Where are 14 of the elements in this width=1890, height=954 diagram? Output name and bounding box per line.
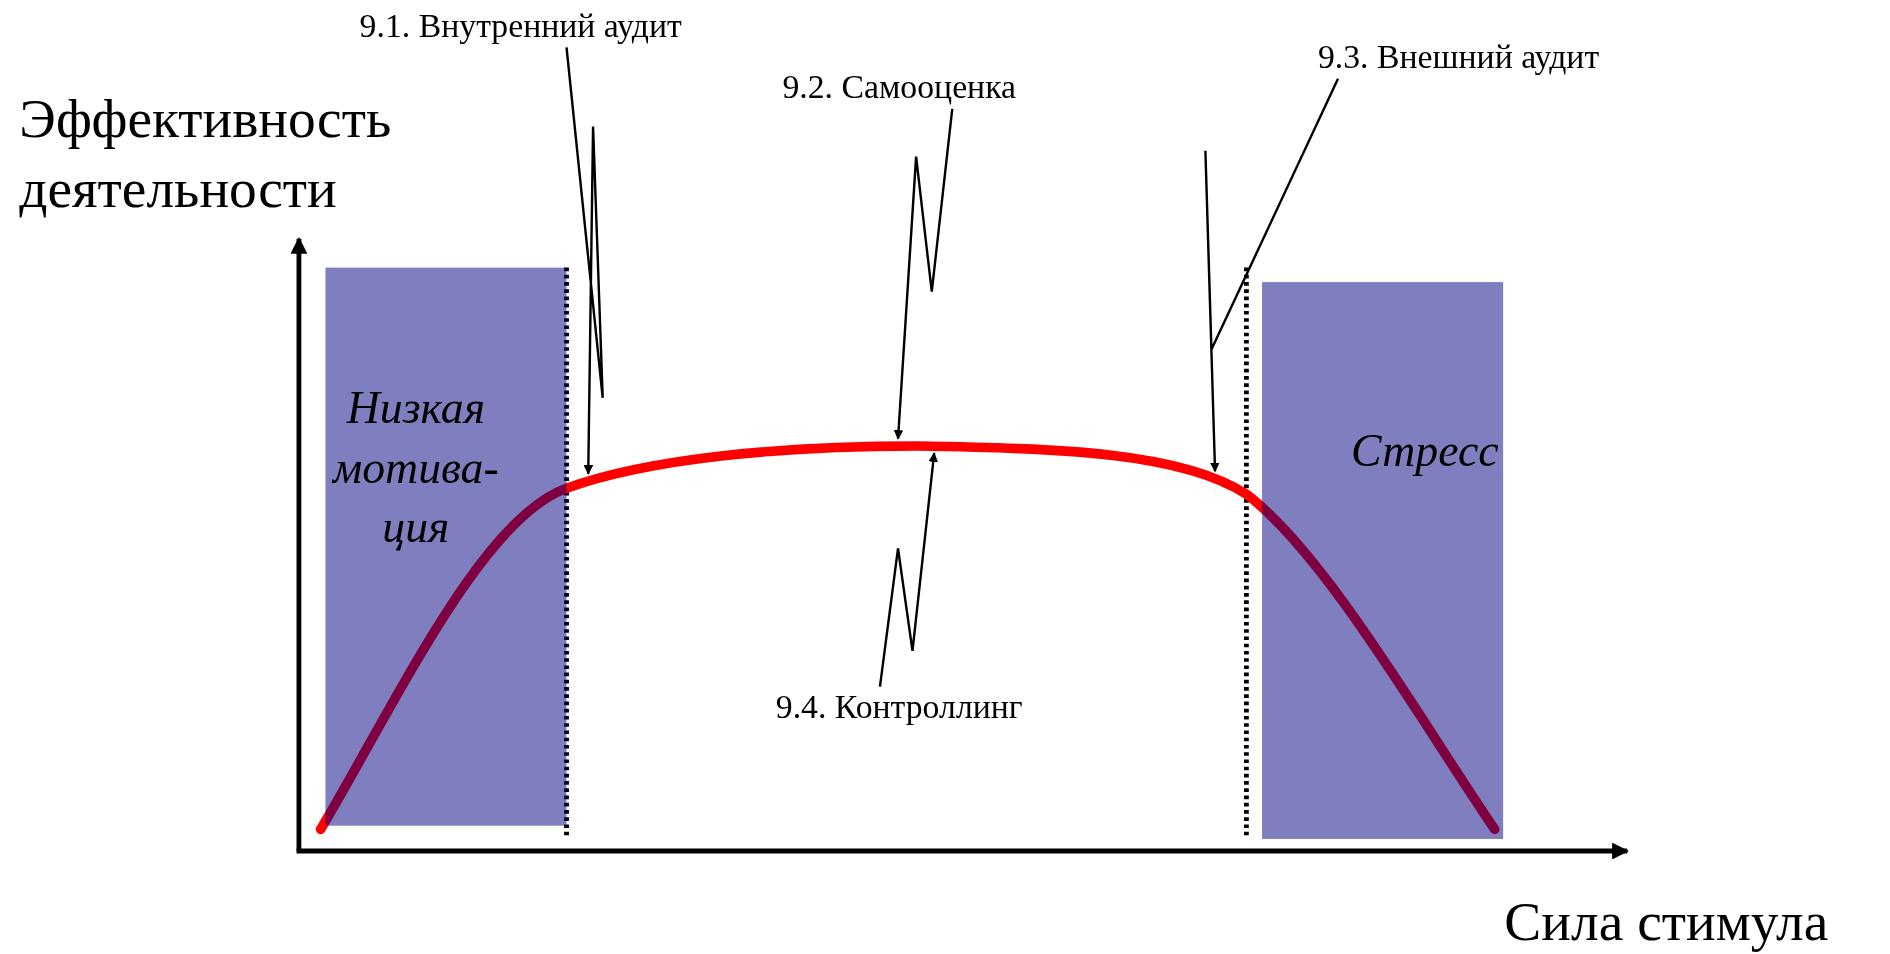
callout-label: 9.3. Внешний аудит [1317, 39, 1600, 77]
y-axis-title: Эффективность деятельности [19, 87, 393, 221]
callout-label: 9.2. Самооценка [782, 69, 1017, 107]
zigzag-arrow [878, 452, 939, 687]
zone-box [325, 267, 567, 826]
x-axis-title: Сила стимула [1504, 889, 1830, 954]
callout-label: 9.1. Внутренний аудит [359, 7, 682, 46]
callout-label: 9.4. Контроллинг [775, 689, 1023, 727]
zigzag-arrow [1204, 78, 1340, 473]
zone-label: Стресс [1351, 424, 1499, 479]
zone-box [1262, 282, 1504, 839]
zigzag-arrow [565, 47, 604, 475]
zone-label: Низкая мотива-ция [331, 381, 500, 555]
zigzag-arrow [893, 108, 954, 440]
